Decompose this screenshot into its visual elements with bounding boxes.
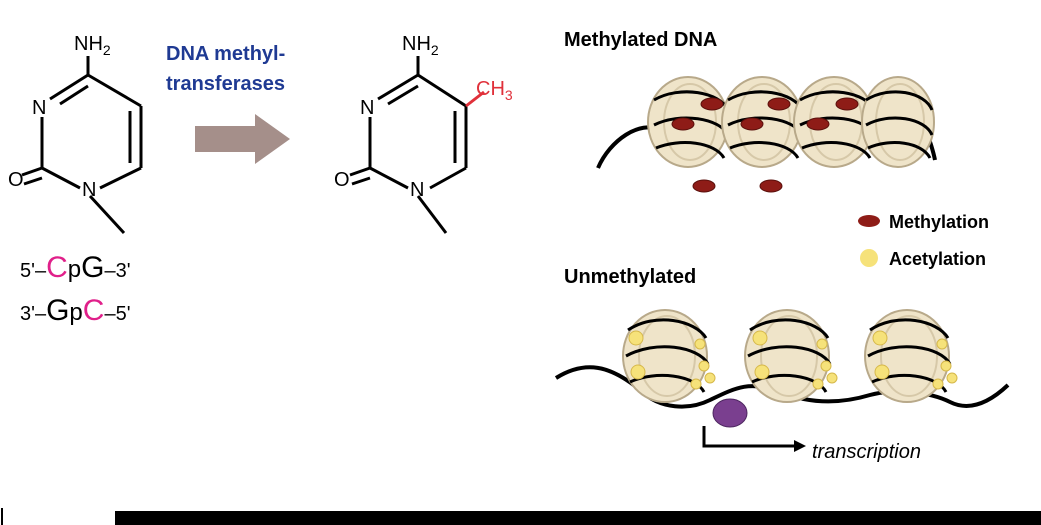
bond-n3-c4 xyxy=(49,73,89,101)
amino-label: NH2 xyxy=(74,33,111,58)
acetylation-mark xyxy=(754,364,770,380)
acetylation-marks xyxy=(872,330,958,390)
cpg-bottom-strand: 3'–GpC–5' xyxy=(20,294,131,327)
acetylation-legend-label: Acetylation xyxy=(889,249,986,269)
acetylation-mark xyxy=(812,378,824,390)
methylation-mark xyxy=(767,97,791,111)
corner-tick xyxy=(1,508,3,525)
bond-c6-n1 xyxy=(429,166,467,190)
methylcytosine-atoms: NH2 N O N CH3 xyxy=(334,33,513,201)
amino-label: NH2 xyxy=(402,33,439,58)
acetylation-mark xyxy=(872,330,888,346)
bond-c6-n1 xyxy=(99,166,142,190)
methylation-mark xyxy=(835,97,859,111)
bond-c2-o xyxy=(21,166,43,177)
nucleosome xyxy=(861,76,935,168)
acetylation-legend-swatch xyxy=(860,249,878,267)
acetylation-mark xyxy=(628,330,644,346)
methylation-marks xyxy=(671,97,859,193)
acetylation-mark xyxy=(698,360,710,372)
histone-ridge xyxy=(760,315,818,397)
bond-n3-c4-double xyxy=(387,84,419,106)
acetylation-mark xyxy=(752,330,768,346)
legend: Methylation Acetylation xyxy=(858,212,989,269)
bond-n1-c2 xyxy=(369,166,409,190)
acetylation-mark xyxy=(694,338,706,350)
arrow-shaft xyxy=(702,426,796,448)
methylation-mark xyxy=(806,117,830,131)
acetylation-mark xyxy=(932,378,944,390)
acetylation-mark xyxy=(630,364,646,380)
o2-label: O xyxy=(8,169,24,191)
methylated-dna-title: Methylated DNA xyxy=(564,29,717,51)
unmethylated-chromatin: transcription xyxy=(554,309,1010,463)
methylation-mark xyxy=(740,117,764,131)
methylation-mark xyxy=(700,97,724,111)
acetylation-mark xyxy=(936,338,948,350)
methylation-mark xyxy=(692,179,716,193)
nucleosome xyxy=(744,309,838,403)
cytosine-atoms: NH2 N O N xyxy=(8,33,111,201)
enzyme-label-line1: DNA methyl- xyxy=(166,43,285,65)
n3-label: N xyxy=(360,97,374,119)
n1-label: N xyxy=(82,179,96,201)
acetylation-marks xyxy=(752,330,838,390)
nucleosome xyxy=(864,309,958,403)
acetylation-mark xyxy=(820,360,832,372)
methyl-group-label: CH3 xyxy=(476,78,513,103)
bond-c4-c5 xyxy=(417,73,467,108)
nucleosome xyxy=(622,309,716,403)
bond-n1-methyl xyxy=(88,194,126,235)
bond-c2-o xyxy=(349,166,371,177)
acetylation-mark xyxy=(826,372,838,384)
right-arrow-icon xyxy=(195,114,290,164)
methylation-mark xyxy=(671,117,695,131)
cytosine-structure xyxy=(21,56,143,235)
bond-n1-c2 xyxy=(41,166,81,190)
bond-c4-c5 xyxy=(87,73,142,108)
bond-n3-c4-double xyxy=(59,84,89,106)
bond-c2-o-double xyxy=(351,176,371,186)
enzyme-label: DNA methyl- transferases xyxy=(166,43,285,95)
acetylation-mark xyxy=(946,372,958,384)
transcription-label: transcription xyxy=(812,441,921,463)
bent-arrow-icon xyxy=(702,426,806,452)
histone-ridge xyxy=(638,315,696,397)
bottom-bar xyxy=(115,511,1041,525)
bond-n1-methyl xyxy=(416,195,448,234)
methylation-legend-label: Methylation xyxy=(889,212,989,232)
histone-ridge xyxy=(880,315,938,397)
acetylation-mark xyxy=(874,364,890,380)
arrow-head xyxy=(794,440,806,452)
bond-n3-c4 xyxy=(377,73,419,101)
acetylation-mark xyxy=(690,378,702,390)
enzyme-label-line2: transferases xyxy=(166,73,285,95)
bond-c2-o-double xyxy=(23,176,43,186)
bond-c5-methyl xyxy=(465,90,485,108)
unmethylated-title: Unmethylated xyxy=(564,266,696,288)
cpg-sequence: 5'–CpG–3' 3'–GpC–5' xyxy=(20,251,131,327)
rna-polymerase xyxy=(712,398,748,428)
acetylation-mark xyxy=(704,372,716,384)
cpg-top-strand: 5'–CpG–3' xyxy=(20,251,131,284)
o2-label: O xyxy=(334,169,350,191)
methylation-legend-swatch xyxy=(858,215,880,227)
dna-wrap xyxy=(865,90,934,159)
acetylation-mark xyxy=(940,360,952,372)
n1-label: N xyxy=(410,179,424,201)
acetylation-marks xyxy=(628,330,716,390)
acetylation-mark xyxy=(816,338,828,350)
methylation-mark xyxy=(759,179,783,193)
n3-label: N xyxy=(32,97,46,119)
methylcytosine-structure xyxy=(349,56,485,234)
methylated-chromatin xyxy=(596,76,937,193)
